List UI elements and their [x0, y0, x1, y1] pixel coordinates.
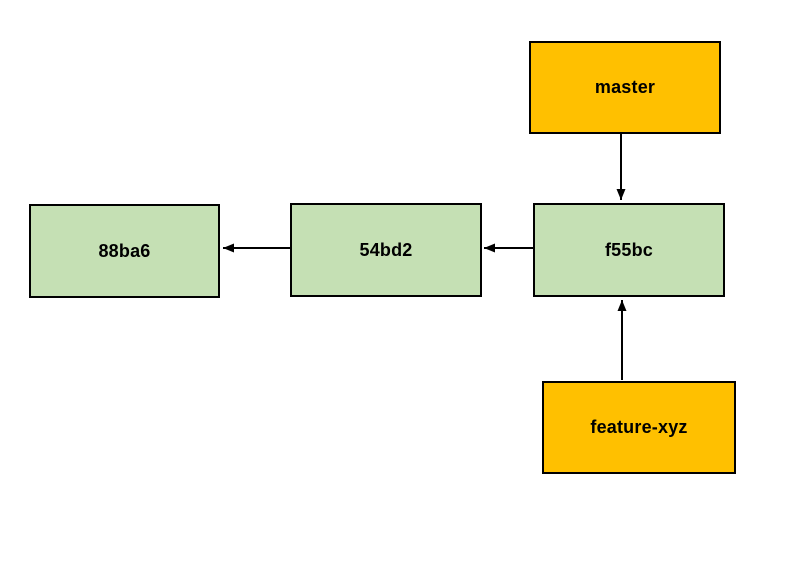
- commit-node-54bd2: 54bd2: [290, 203, 482, 297]
- commit-node-88ba6: 88ba6: [29, 204, 220, 298]
- branch-node-feature-xyz: feature-xyz: [542, 381, 736, 474]
- commit-node-f55bc: f55bc: [533, 203, 725, 297]
- branch-node-master: master: [529, 41, 721, 134]
- branch-node-master-label: master: [594, 77, 656, 97]
- commit-node-f55bc-label: f55bc: [604, 239, 654, 260]
- branch-node-feature-xyz-label: feature-xyz: [590, 417, 688, 437]
- commit-node-54bd2-label: 54bd2: [359, 239, 413, 260]
- commit-node-88ba6-label: 88ba6: [98, 240, 151, 261]
